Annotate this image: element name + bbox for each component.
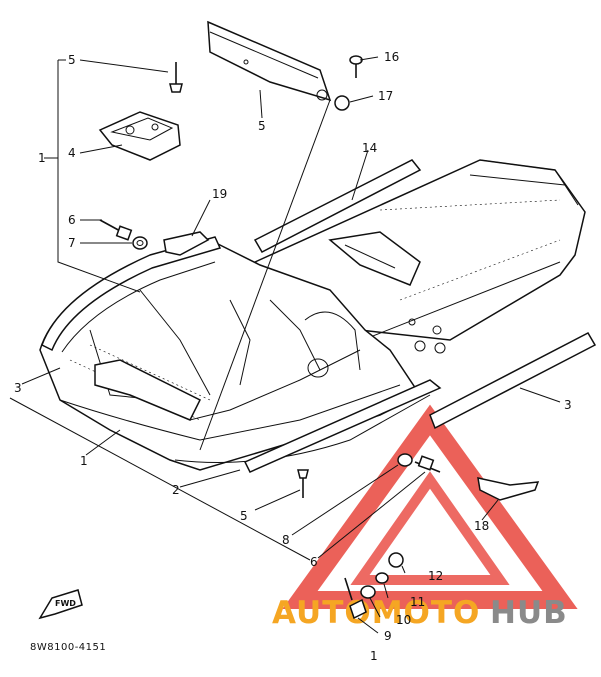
part-18-plate [477,477,540,501]
part-2-lower-trim [243,379,442,473]
brand-part-a: AUTOMOTO [272,595,480,631]
callout-16: 16 [384,50,399,64]
brand-watermark: AUTOMOTO HUB [272,404,578,631]
callout-11: 11 [410,595,425,609]
callout-12: 12 [428,569,443,583]
part-19-clip [163,231,210,256]
callout-2: 2 [172,483,180,497]
callout-3-left: 3 [14,381,22,395]
diagram-code: 8W8100-4151 [30,642,106,653]
callout-18: 18 [474,519,489,533]
part-5-guard-plate [207,20,332,102]
callout-19: 19 [212,187,227,201]
callout-6-left: 6 [68,213,76,227]
callout-9: 9 [384,629,392,643]
watermark-triangle-icon [282,404,578,609]
callout-8: 8 [282,533,290,547]
callout-1-bracket: 1 [38,151,46,165]
callout-6-right: 6 [310,555,318,569]
brand-part-b: HUB [490,595,568,631]
watermark-inner-triangle-icon [350,471,510,585]
callout-4: 4 [68,146,76,160]
callout-5-mid: 5 [258,119,266,133]
fwd-label: FWD [55,599,76,608]
part-3-left-rail [41,236,222,352]
part-3-right-trim [429,332,597,430]
callouts: 5 4 1 6 7 19 5 16 17 14 3 3 1 2 5 8 6 18… [14,50,572,663]
callout-1-bottom: 1 [80,454,88,468]
callout-14: 14 [362,141,377,155]
leader-lines [9,56,561,634]
callout-17: 17 [378,89,393,103]
callout-3-right: 3 [564,398,572,412]
part-4-bracket [98,111,181,161]
callout-1-tiny: 1 [370,649,378,663]
callout-5-top: 5 [68,53,76,67]
callout-10: 10 [396,613,411,627]
fwd-arrow-icon: FWD [38,589,83,620]
callout-7: 7 [68,236,76,250]
rear-body-assembly [39,159,586,471]
fasteners [99,55,441,620]
callout-5-low: 5 [240,509,248,523]
part-14-trim [253,159,422,253]
